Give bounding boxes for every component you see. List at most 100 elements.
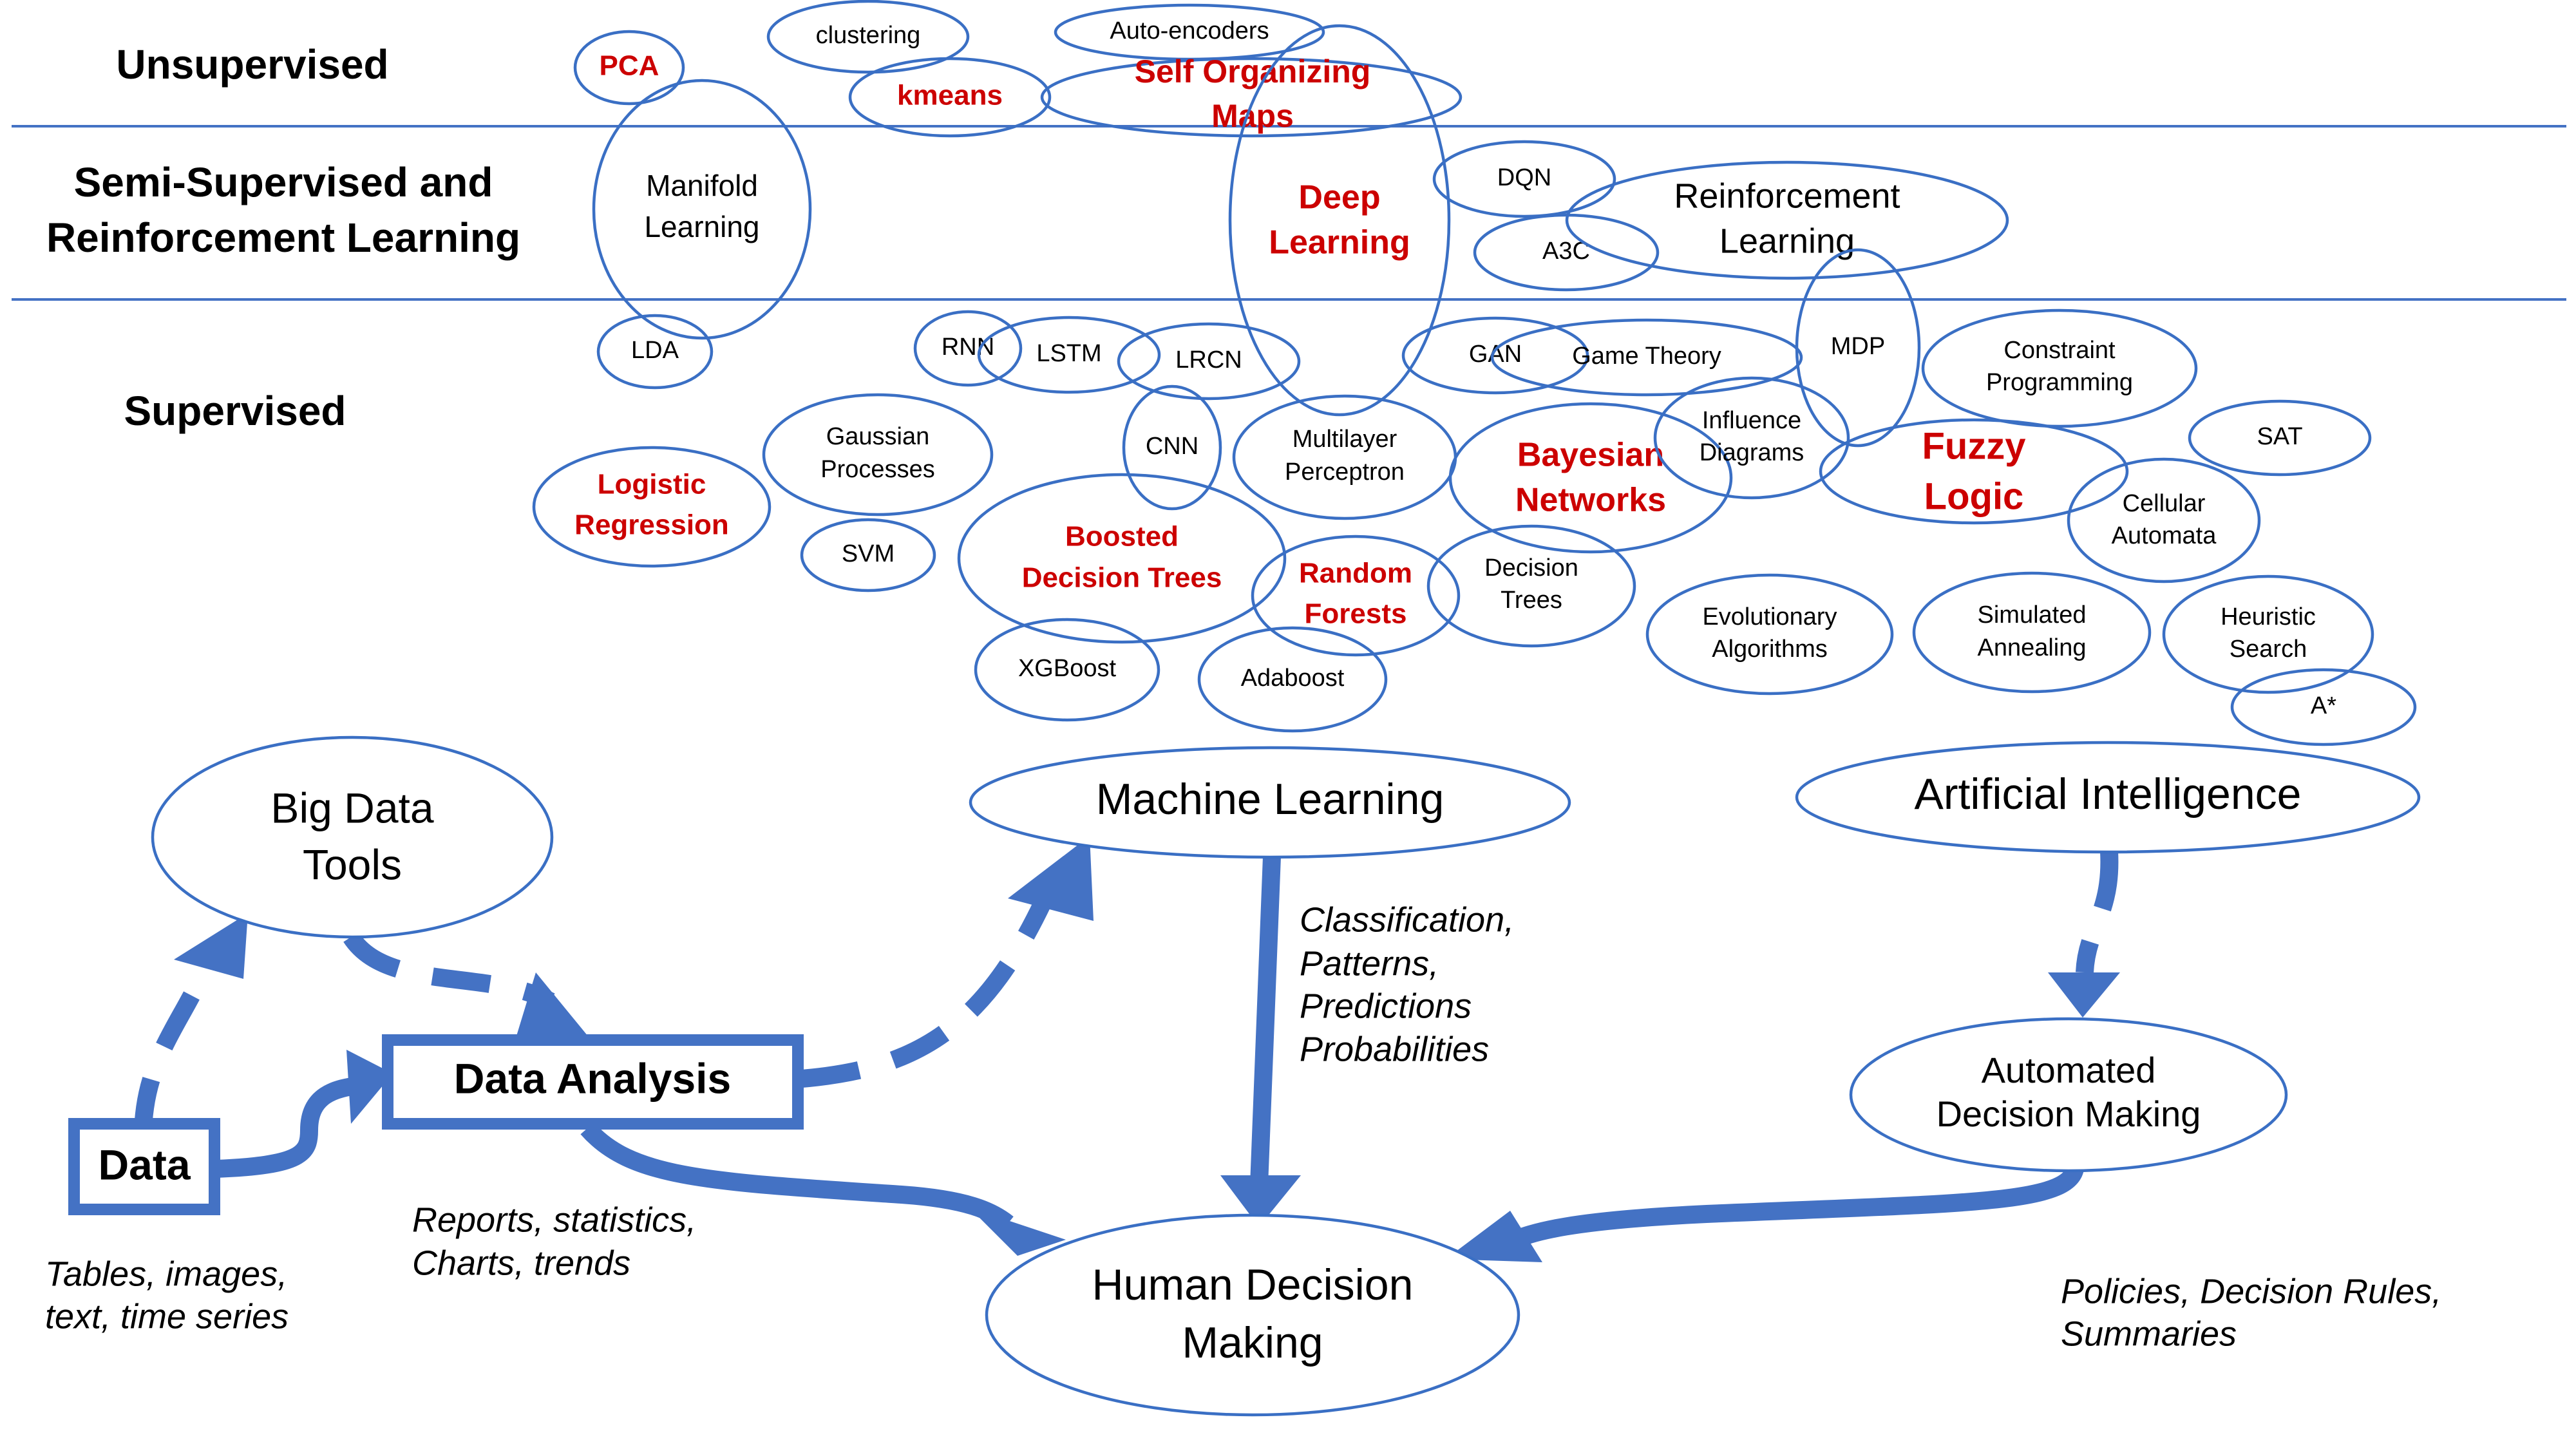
a-star-ellipse [2230,668,2417,746]
arrow-analysis-to-human [580,1122,1014,1231]
fuzzy-logic-ellipse [1819,418,2129,525]
heuristic-search-label-line2: Search [2230,636,2307,663]
section-label-semi-supervised: Semi-Supervised and [74,159,493,205]
automated-decision-making-label-line2: Decision Making [1937,1094,2201,1134]
bayesian-networks-label-line1: Bayesian [1517,437,1664,474]
data-label: Data [98,1141,191,1188]
self-organizing-maps-ellipse [1040,57,1463,138]
reinforcement-learning-label-line2: Learning [1719,222,1855,260]
constraint-programming-ellipse [1921,308,2198,428]
game-theory-ellipse [1490,318,1803,397]
human-decision-making-label-line1: Human Decision [1092,1260,1414,1309]
reports-note-line2: Charts, trends [412,1244,630,1282]
boosted-decision-trees-label-line1: Boosted [1065,521,1179,553]
dqn-label: DQN [1497,164,1551,191]
xgboost-ellipse [974,618,1160,722]
multilayer-perceptron-ellipse [1232,394,1457,520]
reports-note-line1: Reports, statistics, [412,1200,696,1239]
arrow-analysis-to-human-head [969,1208,1066,1256]
adaboost-label: Adaboost [1241,665,1345,692]
deep-learning-label-line1: Deep [1298,179,1380,216]
evolutionary-algorithms-label-line2: Algorithms [1712,636,1828,663]
arrow-automated-to-human [1503,1166,2084,1251]
lrcn-label: LRCN [1175,346,1242,374]
influence-diagrams-label-line2: Diagrams [1700,439,1804,466]
big-data-tools-label-line2: Tools [303,840,402,888]
ml-outputs-note-line3: Predictions [1300,987,1472,1025]
pca-label: PCA [600,50,659,82]
gaussian-processes-label-line2: Processes [820,456,934,483]
manifold-learning-label-line2: Learning [644,210,759,243]
big-data-tools-ellipse [151,735,554,939]
evolutionary-algorithms-ellipse [1645,573,1894,696]
cellular-automata-label-line1: Cellular [2123,490,2206,517]
machine-learning-label: Machine Learning [1096,775,1444,824]
deep-learning-ellipse [1228,24,1451,417]
ml-outputs-note-line2: Patterns, [1300,944,1439,983]
arrow-ml-to-human [1250,856,1281,1186]
data-analysis-box [382,1034,804,1130]
bayesian-networks-label-line2: Networks [1515,482,1666,519]
kmeans-label: kmeans [897,80,1003,111]
clustering-label: clustering [816,22,921,49]
arrow-analysis-to-ml [800,897,1052,1088]
decision-trees-label-line1: Decision [1484,554,1578,582]
gan-ellipse [1401,316,1589,395]
arrow-ai-to-automated [2076,851,2119,973]
lstm-ellipse [977,316,1161,394]
ml-outputs-note-line1: Classification, [1300,900,1514,939]
arrow-automated-to-human-head [1446,1211,1542,1262]
influence-diagrams-ellipse [1653,376,1850,500]
constraint-programming-label-line1: Constraint [2003,337,2116,364]
artificial-intelligence-ellipse [1795,741,2421,854]
manifold-learning-ellipse [592,79,812,340]
arrow-data-to-bigdata-head [174,913,248,979]
arrow-bigdata-to-analysis [343,931,555,1010]
lrcn-ellipse [1117,322,1301,401]
reinforcement-learning-ellipse [1565,160,2009,280]
influence-diagrams-label-line1: Influence [1702,407,1801,434]
logistic-regression-ellipse [532,446,772,568]
a-star-label: A* [2311,692,2336,719]
game-theory-label: Game Theory [1572,343,1721,370]
mdp-label: MDP [1831,333,1885,360]
constraint-programming-label-line2: Programming [1986,369,2133,396]
arrow-data-to-analysis [215,1076,362,1178]
arrow-data-to-bigdata [134,963,214,1137]
logistic-regression-label-line2: Regression [574,509,729,541]
simulated-annealing-label-line1: Simulated [1978,601,2087,629]
data-types-note-line2: text, time series [45,1297,289,1336]
gaussian-processes-ellipse [762,393,994,516]
multilayer-perceptron-label-line2: Perceptron [1285,459,1405,486]
fuzzy-logic-label-line2: Logic [1924,475,2024,517]
adaboost-ellipse [1197,626,1388,733]
simulated-annealing-label-line2: Annealing [1977,634,2086,661]
bayesian-networks-ellipse [1448,402,1733,554]
gaussian-processes-label-line1: Gaussian [826,423,930,450]
sat-ellipse [2188,399,2372,477]
xgboost-label: XGBoost [1018,655,1117,682]
cellular-automata-ellipse [2067,457,2261,583]
decision-trees-ellipse [1426,524,1636,648]
rnn-label: RNN [942,334,994,361]
decision-trees-label-line2: Trees [1501,587,1562,614]
arrow-data-to-analysis-head [346,1050,393,1124]
data-box [68,1118,220,1215]
arrow-analysis-to-ml-head [1008,836,1094,921]
deep-learning-label-line2: Learning [1269,224,1410,261]
boosted-decision-trees-ellipse [957,473,1287,644]
reinforcement-learning-label-line1: Reinforcement [1674,176,1900,215]
data-types-note-line1: Tables, images, [45,1255,287,1293]
clustering-ellipse [766,0,970,74]
arrow-ml-to-human-head [1220,1175,1301,1227]
sat-label: SAT [2257,423,2302,450]
cnn-label: CNN [1146,433,1198,460]
artificial-intelligence-label: Artificial Intelligence [1915,770,2302,819]
svm-label: SVM [842,540,895,567]
big-data-tools-label-line1: Big Data [270,784,433,831]
svm-ellipse [800,518,936,592]
autoencoders-label: Auto-encoders [1110,17,1269,44]
policies-note-line1: Policies, Decision Rules, [2061,1272,2441,1311]
heuristic-search-label-line1: Heuristic [2221,603,2316,630]
